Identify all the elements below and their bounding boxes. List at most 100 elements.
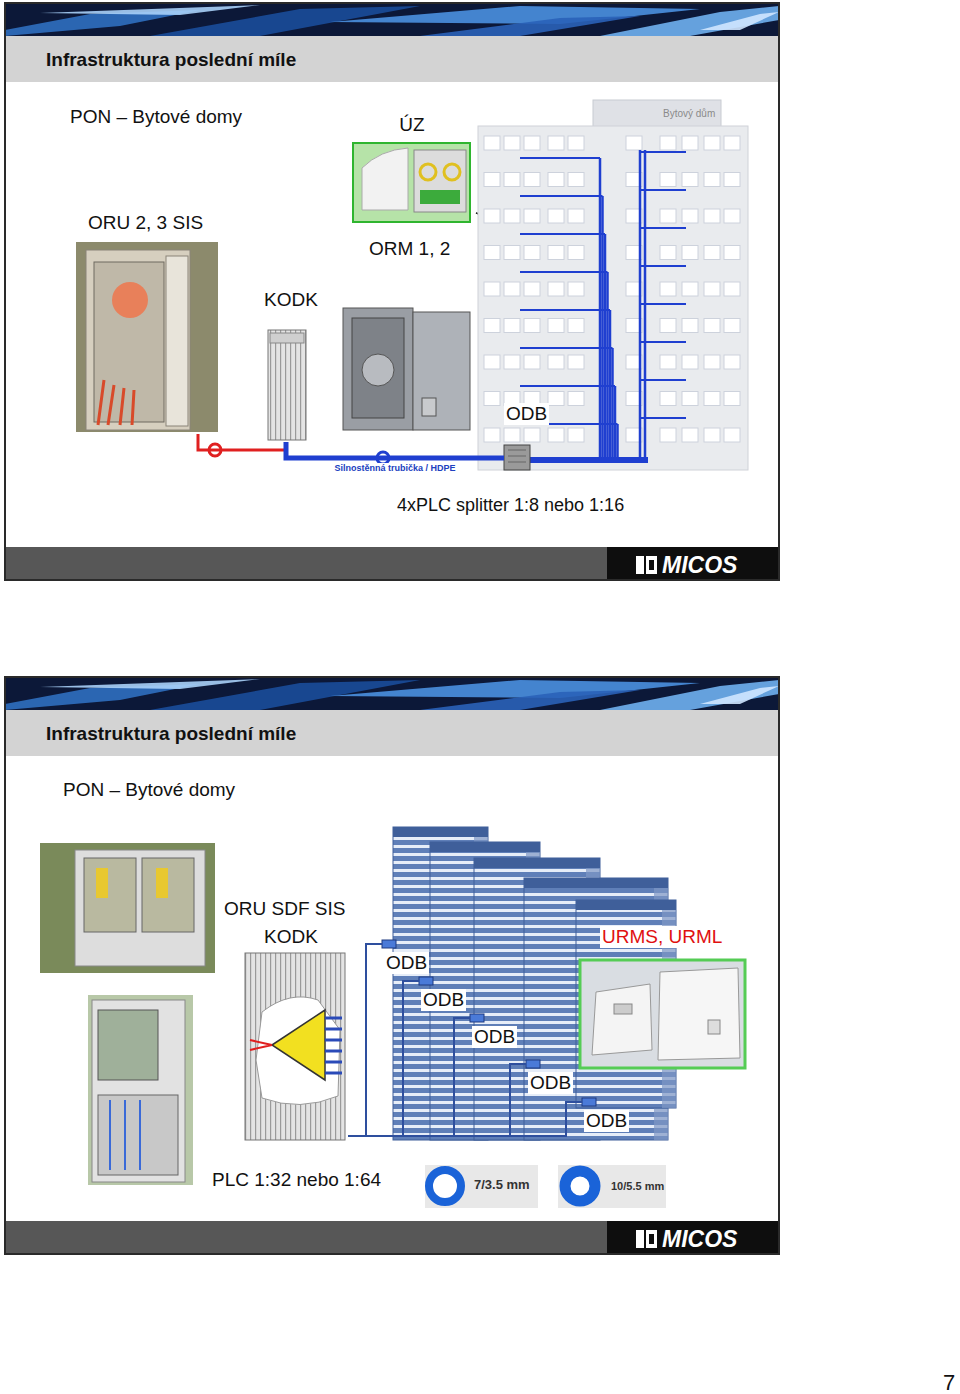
- illustration-part: [565, 1171, 595, 1201]
- illustration-part: [640, 265, 686, 267]
- slide2-illustration: [40, 827, 745, 1208]
- illustration-part: [704, 209, 720, 223]
- illustration-part: [422, 398, 436, 416]
- illustration-part: [5, 3, 779, 580]
- logo-text: MICOS: [662, 1226, 737, 1252]
- illustration-part: [526, 1060, 540, 1068]
- cable-line: [286, 442, 504, 458]
- illustration-part: [325, 1061, 342, 1064]
- illustration-part: [470, 1014, 484, 1022]
- illustration-part: [84, 858, 136, 932]
- illustration-part: [86, 250, 190, 430]
- illustration-part: [601, 196, 604, 462]
- illustration-part: [419, 977, 433, 985]
- dimension: 10/5.5 mm: [611, 1180, 664, 1193]
- kodk-cabinet: KODK: [244, 926, 348, 1142]
- illustration-part: [568, 282, 584, 296]
- illustration-part: [568, 428, 584, 442]
- note: PLC 1:32 nebo 1:64: [212, 1169, 381, 1191]
- illustration-part: [704, 428, 720, 442]
- node-label: ODB: [421, 989, 466, 1011]
- illustration-part: [520, 195, 603, 197]
- logo-text: MICOS: [662, 552, 737, 578]
- illustration-part: [580, 960, 745, 1068]
- illustration-part: [5, 710, 779, 756]
- illustration-part: [420, 190, 460, 204]
- illustration-part: [5, 547, 607, 580]
- slide-chrome: [5, 3, 779, 580]
- illustration-part: [682, 282, 698, 296]
- illustration-part: [524, 319, 540, 333]
- illustration-part: [75, 850, 205, 966]
- illustration-part: [682, 355, 698, 369]
- part-name: ORU SDF SIS: [224, 898, 345, 920]
- illustration-part: [704, 136, 720, 150]
- node-label: KODK: [264, 289, 318, 311]
- illustration-part: [362, 148, 408, 210]
- illustration-part: [660, 392, 676, 406]
- illustration-part: [592, 984, 652, 1055]
- illustration-part: [626, 136, 642, 150]
- illustration-part: [724, 136, 740, 150]
- illustration-part: [724, 209, 740, 223]
- illustration-part: [268, 330, 306, 440]
- illustration-part: [548, 246, 564, 260]
- cable-line: [348, 1064, 526, 1136]
- illustration-part: [504, 246, 520, 260]
- illustration-part: [640, 150, 645, 462]
- illustration-part: [704, 319, 720, 333]
- illustration-part: [524, 878, 668, 888]
- illustration-part: [520, 271, 608, 273]
- illustration-part: [600, 680, 779, 710]
- watermark: Bytový dům: [663, 108, 715, 120]
- illustration-part: [382, 940, 396, 948]
- node-label: URMS, URML: [600, 926, 724, 948]
- illustration-part: [484, 392, 500, 406]
- illustration-part: [640, 379, 686, 381]
- illustration-part: [708, 1020, 720, 1034]
- illustration-part: [524, 246, 540, 260]
- illustration-part: [660, 246, 676, 260]
- illustration-part: [98, 380, 134, 425]
- illustration-part: [524, 282, 540, 296]
- illustration-part: [524, 428, 540, 442]
- illustration-part: [568, 392, 584, 406]
- illustration-part: [330, 6, 700, 24]
- odb-box: ODB: [382, 938, 434, 978]
- illustration-part: [325, 1028, 342, 1031]
- illustration-part: [98, 1095, 178, 1175]
- illustration-part: [582, 1098, 596, 1106]
- illustration-part: [504, 319, 520, 333]
- illustration-part: [682, 209, 698, 223]
- node-label: ODB: [384, 952, 429, 974]
- illustration-part: [504, 282, 520, 296]
- illustration-part: [94, 262, 164, 422]
- node-label: ORU 2, 3 SIS: [88, 212, 203, 234]
- illustration-part: [548, 136, 564, 150]
- slide1-illustration: [76, 100, 748, 470]
- illustration-part: [640, 151, 686, 153]
- cabinet-photo: ORU 2, 3 SIS: [76, 212, 220, 434]
- note: 4xPLC splitter 1:8 nebo 1:16: [397, 495, 624, 516]
- illustration-part: [425, 1165, 538, 1208]
- slide-title: Infrastruktura poslední míle: [46, 723, 296, 745]
- illustration-part: [484, 136, 500, 150]
- illustration-part: [660, 209, 676, 223]
- odb-box: ODB: [526, 1058, 578, 1098]
- illustration-part: [430, 842, 540, 852]
- illustration-part: [649, 1234, 654, 1244]
- illustration-part: [484, 246, 500, 260]
- illustration-part: [548, 173, 564, 187]
- illustration-part: [660, 173, 676, 187]
- illustration-part: [96, 868, 108, 898]
- node-label: ODB: [504, 403, 549, 425]
- illustration-part: [682, 319, 698, 333]
- illustration-part: [5, 1221, 607, 1254]
- illustration-part: [548, 392, 564, 406]
- illustration-part: [484, 209, 500, 223]
- odb-box: ODB: [504, 403, 554, 473]
- illustration-part: [270, 333, 304, 343]
- illustration-part: [504, 173, 520, 187]
- node-label: ODB: [472, 1026, 517, 1048]
